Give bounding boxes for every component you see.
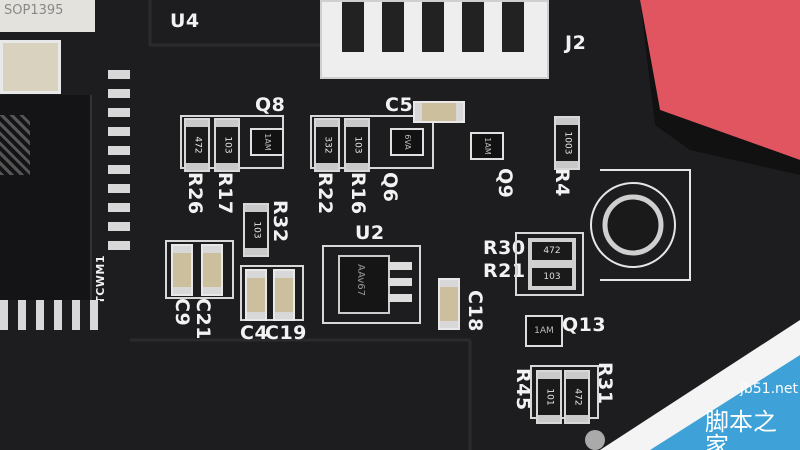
resistor-r22: 332 <box>316 120 338 170</box>
connector-j2 <box>320 0 549 79</box>
r22-marking: 332 <box>322 136 333 154</box>
label-r4: R4 <box>551 168 573 197</box>
r31-marking: 472 <box>572 388 583 406</box>
watermark-url: jb51.net <box>740 381 799 397</box>
resistor-r31: 472 <box>566 372 588 422</box>
capacitor-c21 <box>203 246 221 294</box>
module-pads <box>108 70 130 250</box>
mount-outline <box>600 169 691 281</box>
resistor-r21: 103 <box>528 264 576 290</box>
label-c21: C21 <box>192 298 214 340</box>
label-r22: R22 <box>314 172 336 215</box>
resistor-r32: 103 <box>245 205 267 255</box>
u2-marking: AAv67 <box>355 263 367 297</box>
capacitor-c4 <box>247 271 265 319</box>
resistor-r16: 103 <box>346 120 368 170</box>
label-r16: R16 <box>347 172 369 215</box>
red-background <box>640 0 800 160</box>
resistor-r45: 101 <box>538 372 560 422</box>
label-c19: C19 <box>265 322 307 344</box>
label-u4: U4 <box>170 10 200 32</box>
label-q9: Q9 <box>494 168 516 199</box>
label-c18: C18 <box>464 290 486 332</box>
resistor-r4: 1003 <box>556 118 578 168</box>
r30-marking: 472 <box>543 246 561 256</box>
label-q6: Q6 <box>379 172 401 203</box>
q13-marking: 1AM <box>534 326 554 336</box>
crystal <box>0 40 61 94</box>
r45-marking: 101 <box>544 388 555 406</box>
trace <box>130 338 472 450</box>
c4-outline <box>240 265 304 321</box>
label-c5: C5 <box>385 94 414 116</box>
watermark-blue <box>650 355 800 450</box>
module-chip: SOP1395 <box>0 0 95 32</box>
q8-marking: 1AM <box>263 133 272 151</box>
r32-marking: 103 <box>251 221 262 239</box>
r45-outline <box>530 365 599 419</box>
label-c9: C9 <box>171 298 193 327</box>
label-r30: R30 <box>483 237 526 259</box>
u2-outline <box>322 245 421 324</box>
label-r45: R45 <box>512 368 534 411</box>
transistor-q9: 1AM <box>470 132 504 160</box>
label-r17: R17 <box>214 172 236 215</box>
transistor-q8: 1AM <box>250 128 284 156</box>
label-q8: Q8 <box>255 94 286 116</box>
resistor-r17: 103 <box>216 120 238 170</box>
q6-outline <box>310 115 434 169</box>
r4-marking: 1003 <box>562 131 573 155</box>
transistor-q6: 6VA <box>390 128 424 156</box>
r17-marking: 103 <box>222 136 233 154</box>
label-r32: R32 <box>269 200 291 243</box>
label-r26: R26 <box>184 172 206 215</box>
label-r21: R21 <box>483 260 526 282</box>
capacitor-c5 <box>415 103 463 121</box>
regulator-u2: AAv67 <box>338 255 390 314</box>
capacitor-c19 <box>275 271 293 319</box>
antenna-label: TCWM1 <box>94 255 107 304</box>
connector-wires <box>342 2 532 52</box>
mount-hole <box>602 194 664 256</box>
resistor-r30: 472 <box>528 238 576 264</box>
q6-marking: 6VA <box>403 134 412 150</box>
watermark-name: 脚本之家 <box>705 408 777 450</box>
u2-pins <box>388 262 412 302</box>
label-j2: J2 <box>565 32 587 54</box>
r30-outline <box>515 232 584 296</box>
q9-marking: 1AM <box>483 137 492 155</box>
module-bottom-pads <box>0 300 100 330</box>
transistor-q13: 1AM <box>525 315 563 347</box>
board-edge <box>640 0 800 175</box>
label-r31: R31 <box>594 362 616 405</box>
label-c4: C4 <box>240 322 269 344</box>
r26-marking: 472 <box>192 136 203 154</box>
resistor-r26: 472 <box>186 120 208 170</box>
chip-pins <box>0 115 30 175</box>
r16-marking: 103 <box>352 136 363 154</box>
capacitor-c18 <box>440 280 458 328</box>
label-q13: Q13 <box>562 314 607 336</box>
c9-outline <box>165 240 234 299</box>
trace <box>148 0 320 47</box>
capacitor-c9 <box>173 246 191 294</box>
mount-hole-ring <box>590 182 676 268</box>
chip-marking: SOP1395 <box>4 3 64 18</box>
metal-part <box>585 430 605 450</box>
r21-marking: 103 <box>543 272 561 282</box>
label-u2: U2 <box>355 222 385 244</box>
wifi-module: TCWM1 <box>0 95 107 325</box>
